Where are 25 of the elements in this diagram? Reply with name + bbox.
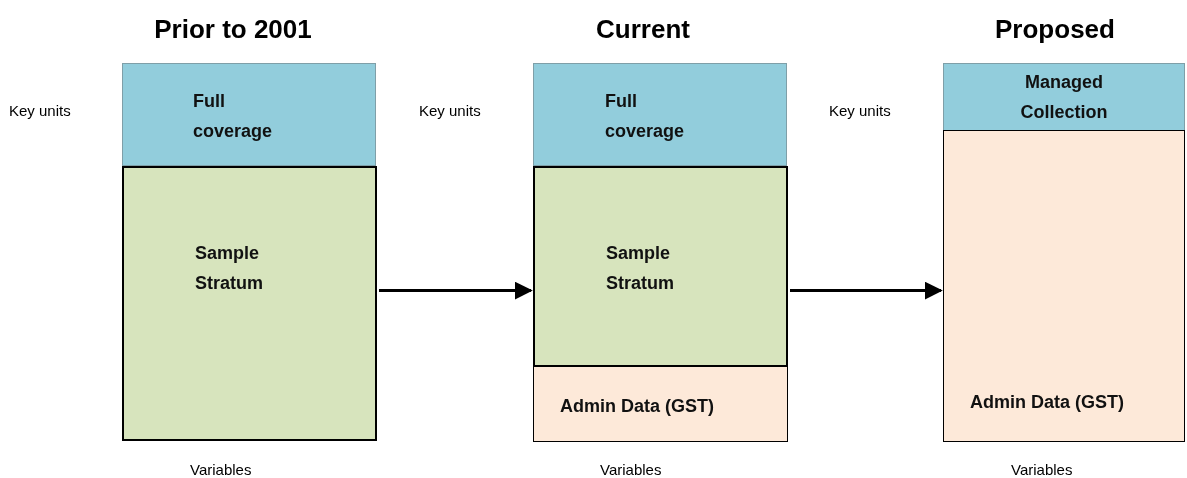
- column-heading: Current: [595, 13, 691, 46]
- axis-label: Key units: [419, 101, 481, 121]
- box-label: Full coverage: [193, 91, 273, 141]
- key-units-box: [533, 63, 787, 166]
- sample-box: [533, 166, 788, 367]
- admin-data-box: [943, 130, 1185, 442]
- axis-label: Key units: [9, 101, 71, 121]
- axis-label: Variables: [1011, 460, 1073, 478]
- box-label: Sample Stratum: [606, 243, 674, 293]
- axis-label: Variables: [600, 460, 662, 478]
- column-heading: Prior to 2001: [153, 13, 313, 46]
- key-units-box: [122, 63, 376, 166]
- key-units-box: [943, 63, 1185, 131]
- box-label: Managed Collection: [1020, 72, 1108, 122]
- axis-label: Variables: [190, 460, 252, 478]
- box-label: Admin Data (GST): [560, 396, 714, 416]
- sample-box: [122, 166, 377, 441]
- box-label: Full coverage: [605, 91, 685, 141]
- arrow: [379, 281, 533, 300]
- axis-label: Key units: [829, 101, 891, 121]
- box-label: Sample Stratum: [195, 243, 263, 293]
- column-heading: Proposed: [994, 13, 1116, 46]
- arrow: [790, 281, 943, 300]
- admin-data-box: [533, 366, 788, 442]
- box-label: Admin Data (GST): [970, 392, 1124, 412]
